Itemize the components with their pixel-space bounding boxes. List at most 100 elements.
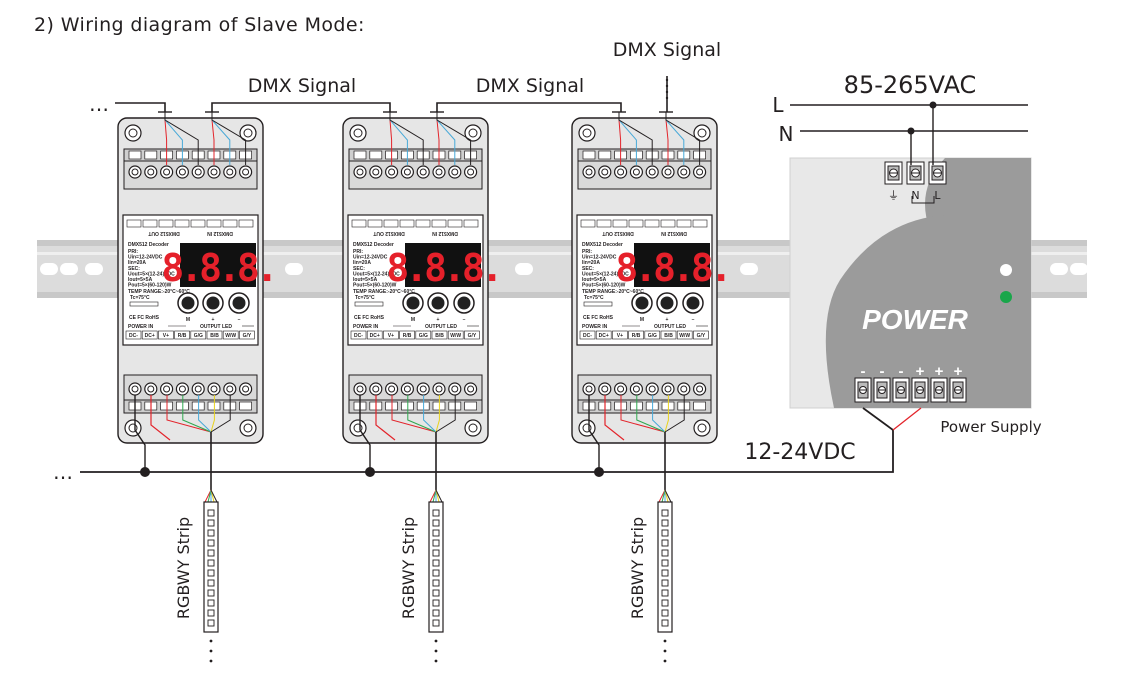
led-chip [207, 519, 215, 527]
decoder-button[interactable] [406, 296, 420, 310]
bottom-screw-terminal [239, 382, 253, 396]
bottom-screw-terminal [128, 382, 142, 396]
top-screw-terminal [582, 165, 596, 179]
decoder-temp-range: TEMP RANGE:-20°C~60°C [128, 289, 190, 295]
led-chip [661, 609, 669, 617]
led-chip [207, 579, 215, 587]
rail-slot [285, 263, 303, 275]
decoder-certifications: CE FC RoHS [354, 315, 385, 321]
decoder-spec-line: Pout=5×(60-120)W [353, 283, 397, 289]
led-chip [207, 569, 215, 577]
led-chip [207, 589, 215, 597]
decoder-button[interactable] [660, 296, 674, 310]
bottom-screw-terminal [144, 382, 158, 396]
decoder-spec-line: SEC: [353, 266, 365, 272]
dmx-in-label: DMX512 IN [207, 230, 233, 236]
line-l-label: L [772, 93, 784, 117]
bottom-screw-terminal [191, 382, 205, 396]
decoder-button-label: M [186, 317, 190, 323]
decoder-button-label: – [692, 317, 695, 323]
decoder-button[interactable] [686, 296, 700, 310]
decoder-pin-label: G/Y [243, 333, 252, 339]
led-chip [432, 509, 440, 517]
decoder-pin-label: DC+ [370, 333, 380, 339]
decoder-button[interactable] [635, 296, 649, 310]
bottom-screw-terminal [369, 382, 383, 396]
top-screw-terminal [385, 165, 399, 179]
power-supply-label: Power Supply [940, 418, 1041, 436]
dmx-signal-label-2: DMX Signal [476, 75, 584, 97]
bottom-screw-terminal [400, 382, 414, 396]
dmx-in-label: DMX512 IN [432, 230, 458, 236]
led-chip [661, 589, 669, 597]
led-chip [432, 599, 440, 607]
bottom-screw-terminal [582, 382, 596, 396]
bottom-screw-terminal [629, 382, 644, 396]
dmx-out-label: DMX512 OUT [602, 230, 633, 236]
psu-dc-polarity-mark: - [861, 363, 866, 380]
dmx-signal-label-3: DMX Signal [613, 39, 721, 61]
decoder-spec-line: Iout=5×5A [128, 277, 153, 283]
bottom-screw-terminal [160, 382, 174, 396]
decoder-temp-range: TEMP RANGE:-20°C~60°C [353, 289, 415, 295]
top-screw-terminal [369, 165, 383, 179]
top-screw-terminal [645, 165, 659, 179]
led-chip [207, 539, 215, 547]
decoder-model-label: DMX512 Decoder [128, 242, 169, 248]
decoder-pin-label: G/G [194, 333, 203, 339]
decoder-button[interactable] [431, 296, 445, 310]
decoder-pin-label: DC- [354, 333, 363, 339]
decoder-button[interactable] [232, 296, 246, 310]
dc-bus-junction [140, 467, 150, 477]
decoder-pin-label: DC+ [599, 333, 609, 339]
segment-display [634, 243, 710, 287]
decoder-button[interactable] [457, 296, 471, 310]
decoder-spec-line: Iin=20A [353, 260, 371, 266]
decoder-pin-label: R/B [178, 333, 187, 339]
rail-slot [1070, 263, 1088, 275]
decoder-button-label: – [463, 317, 466, 323]
top-screw-terminal [223, 165, 237, 179]
dc-bus-junction [594, 467, 604, 477]
psu-ac-terminal-mark: L [934, 189, 941, 202]
led-chip [207, 599, 215, 607]
led-chip [432, 539, 440, 547]
decoder-pin-label: DC- [583, 333, 592, 339]
decoder-spec-line: Uin=12-24VDC [582, 255, 617, 261]
decoder-spec-line: SEC: [128, 266, 140, 272]
rail-slot [85, 263, 103, 275]
bottom-screw-terminal [598, 382, 612, 396]
decoder-button[interactable] [206, 296, 220, 310]
decoder-spec-line: Uout=5×(12-24)VDC [128, 271, 175, 277]
power-in-label: POWER IN [353, 324, 379, 330]
decoder-button[interactable] [181, 296, 195, 310]
led-chip [432, 619, 440, 627]
rail-slot [1050, 263, 1068, 275]
top-screw-terminal [191, 165, 205, 179]
decoder-certifications: CE FC RoHS [583, 315, 614, 321]
bottom-screw-terminal [645, 382, 659, 396]
output-led-label: OUTPUT LED [654, 324, 686, 330]
decoder-pin-label: W/W [679, 333, 690, 339]
rail-slot [60, 263, 78, 275]
decoder-tc-temp: Tc=75°C [584, 295, 604, 301]
decoder-pin-label: G/G [419, 333, 428, 339]
top-screw-terminal [448, 165, 462, 179]
bottom-screw-terminal [464, 382, 478, 396]
line-n-label: N [779, 122, 794, 146]
decoder-model-label: DMX512 Decoder [353, 242, 394, 248]
decoder-pin-label: B/B [664, 333, 673, 339]
rail-slot [740, 263, 758, 275]
dmx-in-label: DMX512 IN [661, 230, 687, 236]
psu-ac-terminal-mark: N [911, 189, 919, 202]
rail-slot [515, 263, 533, 275]
psu-dc-polarity-mark: - [880, 363, 885, 380]
wiring [80, 76, 1028, 490]
top-screw-terminal [613, 165, 628, 179]
led-chip [432, 529, 440, 537]
led-chip [432, 579, 440, 587]
decoder-button-label: M [640, 317, 644, 323]
bottom-screw-terminal [175, 382, 189, 396]
